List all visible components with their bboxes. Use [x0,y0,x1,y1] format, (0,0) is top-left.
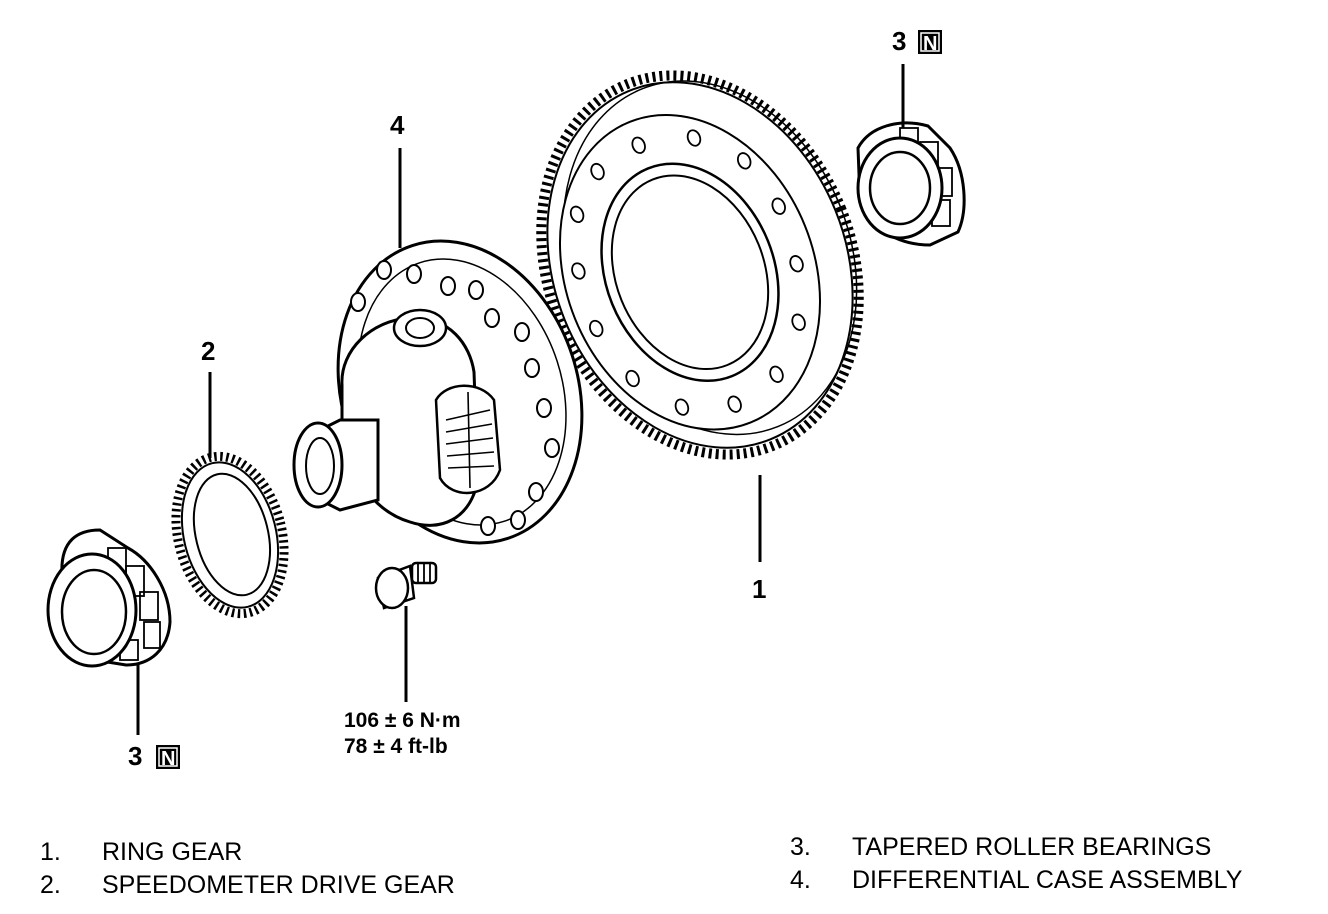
speedometer-drive-gear [171,451,289,619]
legend-item-4-number: 4. [790,866,811,894]
torque-spec-imperial: 78 ± 4 ft-lb [344,735,448,758]
legend-item-2-number: 2. [40,871,61,899]
callout-bearing-bottom: 3 [128,741,142,771]
tapered-roller-bearing-bottom [46,528,172,668]
new-part-mark-top-text: N [923,33,937,55]
new-part-mark-bottom-text: N [161,748,175,770]
callout-speedo-gear: 2 [201,336,215,366]
ring-gear-bolt [374,561,438,610]
ring-gear [536,70,864,460]
legend-item-3-label: TAPERED ROLLER BEARINGS [852,833,1212,861]
new-part-mark-bottom: N [156,745,180,770]
legend-item-1-number: 1. [40,838,61,866]
callout-ring-gear: 1 [752,574,766,604]
new-part-mark-top: N [918,30,942,55]
callout-bearing-top: 3 [892,26,906,56]
leader-lines [136,64,905,735]
side-gear-teeth [445,391,495,489]
legend-item-3-number: 3. [790,833,811,861]
differential-case [292,239,584,545]
tapered-roller-bearing-top [856,121,966,247]
legend-item-2-label: SPEEDOMETER DRIVE GEAR [102,871,455,899]
callout-diff-case: 4 [390,110,405,140]
legend-item-4-label: DIFFERENTIAL CASE ASSEMBLY [852,866,1243,894]
torque-spec-metric: 106 ± 6 N·m [344,709,461,732]
differential-case-bolt-holes [350,260,560,536]
ring-gear-bolt-holes [569,129,806,416]
legend-item-1-label: RING GEAR [102,838,243,866]
